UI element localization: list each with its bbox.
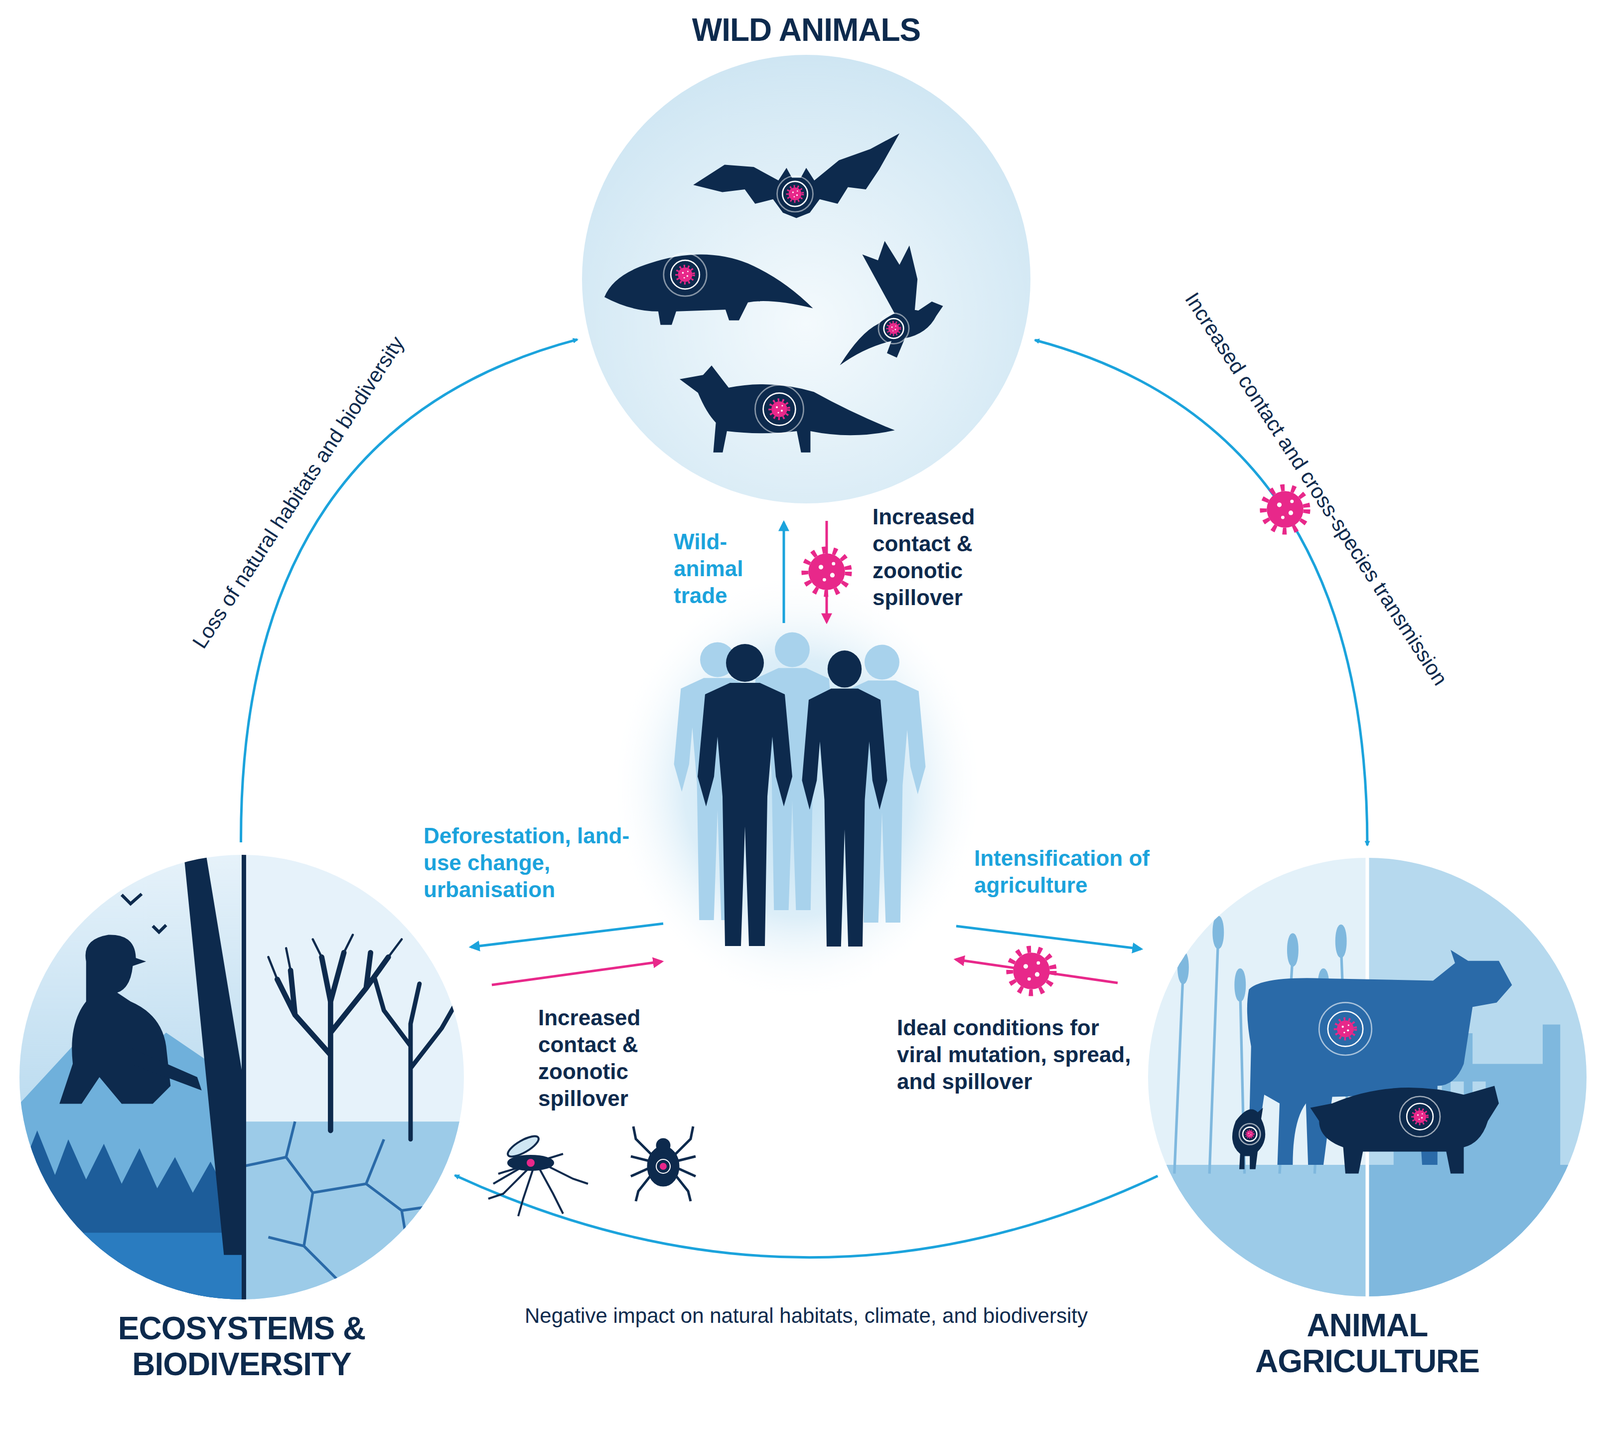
circle-node: ECOSYSTEMS & BIODIVERSITY (19, 854, 464, 1300)
arc-label: Negative impact on natural habitats, cli… (524, 1303, 1088, 1328)
circle-node: WILD ANIMALS (581, 54, 1031, 504)
arrow-label: Intensification of agriculture (974, 844, 1174, 899)
arrow-label: Deforestation, land-use change, urbanisa… (423, 822, 638, 903)
agriculture-circle (1148, 857, 1587, 1297)
arrow-label: Increased contact & zoonotic spillover (538, 1004, 683, 1112)
arc-label: Increased contact and cross-species tran… (1179, 288, 1454, 690)
curved-arrow (454, 1174, 1159, 1258)
ecosystems-circle (19, 854, 464, 1300)
arrow-label: Increased contact & zoonotic spillover (872, 503, 1018, 611)
arrow-label: Ideal conditions for viral mutation, spr… (896, 1014, 1132, 1095)
curved-arrow (241, 339, 578, 843)
circle-title: WILD ANIMALS (646, 11, 966, 48)
arrow-label: Wild-animal trade (673, 528, 764, 609)
curved-arrow (1034, 339, 1368, 846)
circle-title: ANIMAL AGRICULTURE (1207, 1307, 1527, 1379)
wild-animals-circle (581, 54, 1031, 504)
circle-title: ECOSYSTEMS & BIODIVERSITY (82, 1309, 402, 1382)
arc-label: Loss of natural habitats and biodiversit… (187, 331, 410, 654)
circle-node: ANIMAL AGRICULTURE (1148, 857, 1587, 1297)
